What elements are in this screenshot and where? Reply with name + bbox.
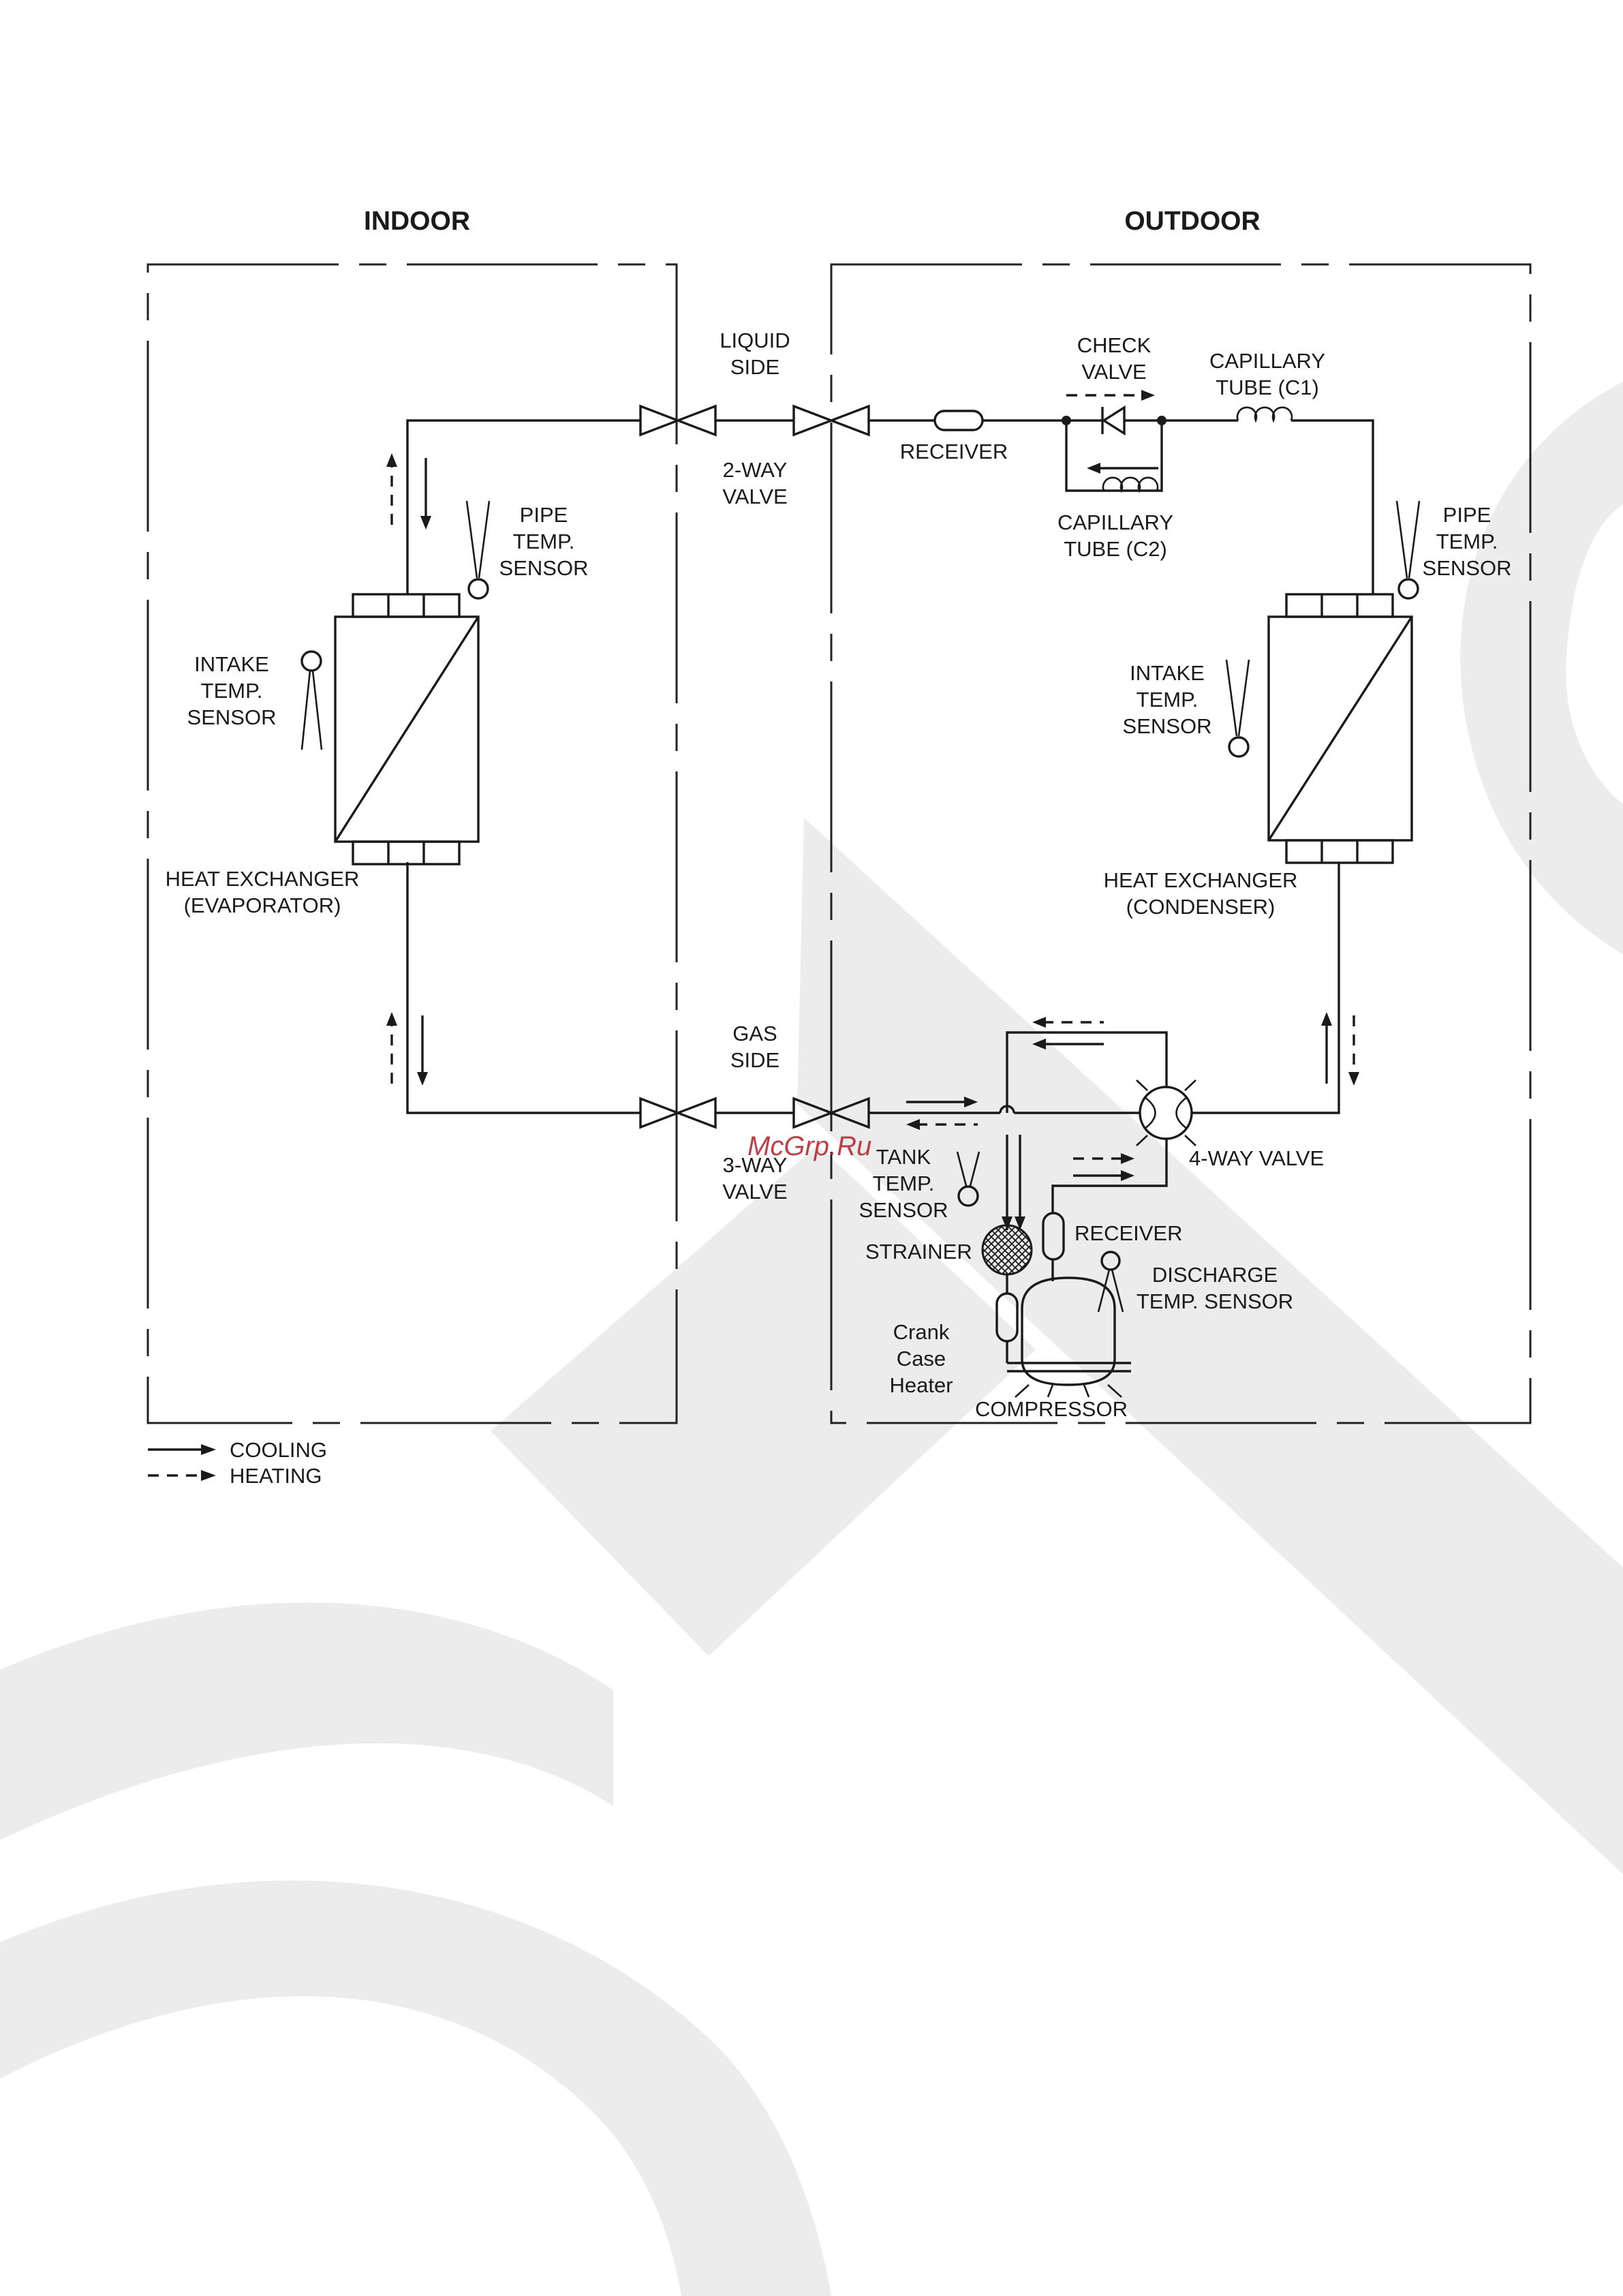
indoor-pipe-sensor-icon xyxy=(465,500,491,600)
tank-sensor-icon xyxy=(956,1151,980,1207)
three-way-valve-label: 3-WAY VALVE xyxy=(722,1153,788,1204)
legend xyxy=(148,1444,216,1481)
indoor-boundary xyxy=(146,263,678,1424)
indoor-liquid-valve xyxy=(639,404,717,437)
outdoor-boundary xyxy=(830,263,1532,1424)
outdoor-pipe-sensor-label: PIPE TEMP. SENSOR xyxy=(1422,503,1512,580)
check-valve-label: CHECK VALVE xyxy=(1077,333,1151,384)
gas-side-label: GAS SIDE xyxy=(730,1022,780,1072)
discharge-sensor-icon xyxy=(1097,1251,1124,1313)
strainer-label: STRAINER xyxy=(865,1240,972,1264)
indoor-intake-sensor-label: INTAKE TEMP. SENSOR xyxy=(187,652,277,729)
discharge-receiver-icon xyxy=(1042,1212,1065,1281)
outdoor-heading: OUTDOOR xyxy=(1124,206,1261,236)
indoor-heading: INDOOR xyxy=(364,206,470,236)
capillary-c1-label: CAPILLARY TUBE (C1) xyxy=(1209,349,1326,399)
tank-sensor-label: TANK TEMP. SENSOR xyxy=(859,1145,948,1222)
compressor-label: COMPRESSOR xyxy=(975,1397,1128,1421)
indoor-pipe-sensor-label: PIPE TEMP. SENSOR xyxy=(499,503,589,580)
receiver-bottom-label: RECEIVER xyxy=(1075,1221,1183,1245)
outdoor-2way-valve xyxy=(792,404,870,437)
four-way-valve-label: 4-WAY VALVE xyxy=(1189,1146,1325,1170)
indoor-intake-sensor-icon xyxy=(300,650,323,750)
indoor-flow-arrows xyxy=(386,453,431,1086)
legend-heating-label: HEATING xyxy=(230,1464,322,1488)
condenser-coil xyxy=(1267,593,1413,864)
two-way-valve-label: 2-WAY VALVE xyxy=(722,458,788,508)
condenser-label: HEAT EXCHANGER (CONDENSER) xyxy=(1103,868,1298,919)
four-way-valve-icon xyxy=(1124,1080,1209,1146)
outdoor-liquid-line xyxy=(869,405,1374,594)
check-valve-flow-arrows xyxy=(1066,390,1158,474)
discharge-sensor-label: DISCHARGE TEMP. SENSOR xyxy=(1136,1263,1294,1313)
outdoor-3way-valve xyxy=(792,1097,870,1129)
indoor-gas-valve xyxy=(639,1097,717,1129)
compressor-icon xyxy=(1007,1276,1131,1398)
evaporator-label: HEAT EXCHANGER (EVAPORATOR) xyxy=(165,867,360,917)
outdoor-intake-sensor-icon xyxy=(1225,659,1250,758)
watermark-logo xyxy=(0,382,1623,2296)
outdoor-pipe-sensor-icon xyxy=(1395,500,1421,600)
evaporator-coil xyxy=(334,593,480,866)
outdoor-flow-arrows xyxy=(906,1012,1359,1230)
legend-cooling-label: COOLING xyxy=(230,1438,327,1462)
receiver-top-label: RECEIVER xyxy=(899,440,1008,463)
outdoor-intake-sensor-label: INTAKE TEMP. SENSOR xyxy=(1122,661,1212,738)
strainer-icon xyxy=(981,1224,1033,1363)
outdoor-gas-line xyxy=(869,863,1340,1213)
liquid-side-label: LIQUID SIDE xyxy=(720,328,790,379)
indoor-pipework xyxy=(406,419,794,1114)
crank-case-heater-label: Crank Case Heater xyxy=(889,1320,953,1397)
capillary-c2-label: CAPILLARY TUBE (C2) xyxy=(1057,510,1174,561)
watermark-text: McGrp.Ru xyxy=(747,1131,872,1161)
